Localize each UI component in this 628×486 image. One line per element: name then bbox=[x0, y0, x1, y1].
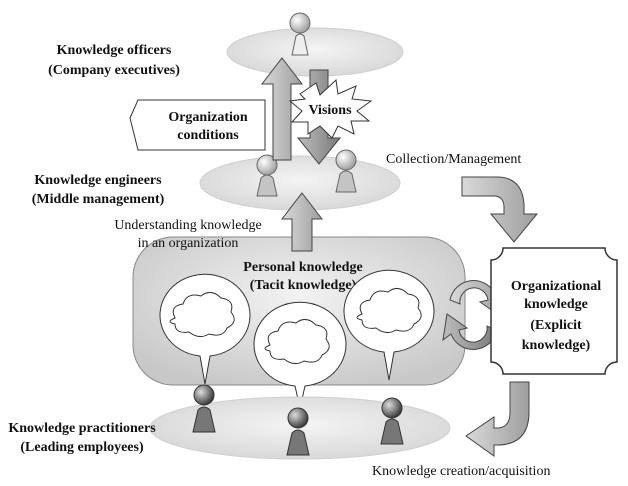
practitioner-person-icon bbox=[286, 407, 310, 456]
practitioner-person-icon bbox=[192, 384, 216, 433]
visions-label: Visions bbox=[308, 103, 352, 118]
cloud-icon bbox=[264, 319, 330, 365]
collection-label: Collection/Management bbox=[386, 152, 521, 167]
thought-bubble bbox=[343, 269, 435, 381]
understanding-line2: in an organization bbox=[138, 236, 239, 251]
organization-conditions-tag: Organization conditions bbox=[129, 99, 266, 151]
understanding-up-arrow-icon bbox=[280, 192, 324, 252]
organizational-knowledge-line1: Organizational bbox=[511, 279, 601, 294]
return-arrow-icon bbox=[465, 381, 530, 457]
organizational-knowledge-line2: knowledge bbox=[524, 297, 588, 312]
organizational-knowledge-line3: (Explicit bbox=[530, 318, 582, 333]
engineer-person-icon bbox=[335, 149, 357, 193]
organizational-knowledge-panel: Organizational knowledge (Explicit knowl… bbox=[490, 247, 618, 375]
officers-subtitle: (Company executives) bbox=[48, 63, 180, 78]
visions-burst: Visions bbox=[288, 78, 373, 139]
officers-platform bbox=[226, 27, 404, 77]
organizational-knowledge-line4: knowledge) bbox=[522, 338, 591, 353]
organization-conditions-line1: Organization bbox=[168, 110, 248, 125]
practitioners-subtitle: (Leading employees) bbox=[20, 440, 144, 455]
cloud-icon bbox=[169, 292, 235, 338]
up-arrow-icon bbox=[260, 57, 304, 161]
engineers-subtitle: (Middle management) bbox=[32, 192, 165, 207]
personal-knowledge-subtitle: (Tacit knowledge) bbox=[250, 278, 357, 293]
thought-bubble bbox=[159, 273, 251, 385]
personal-knowledge-title: Personal knowledge bbox=[243, 260, 362, 275]
creation-label: Knowledge creation/acquisition bbox=[372, 464, 550, 479]
officer-person-icon bbox=[289, 12, 311, 56]
engineers-title: Knowledge engineers bbox=[34, 173, 162, 188]
engineer-person-icon bbox=[256, 154, 278, 197]
organization-conditions-line2: conditions bbox=[177, 128, 239, 143]
practitioner-person-icon bbox=[380, 397, 404, 445]
practitioners-title: Knowledge practitioners bbox=[8, 421, 156, 436]
thought-bubble bbox=[253, 301, 347, 409]
understanding-line1: Understanding knowledge bbox=[114, 218, 261, 233]
curved-arrow-icon bbox=[461, 176, 539, 243]
cloud-icon bbox=[356, 288, 422, 334]
officers-title: Knowledge officers bbox=[57, 43, 172, 58]
